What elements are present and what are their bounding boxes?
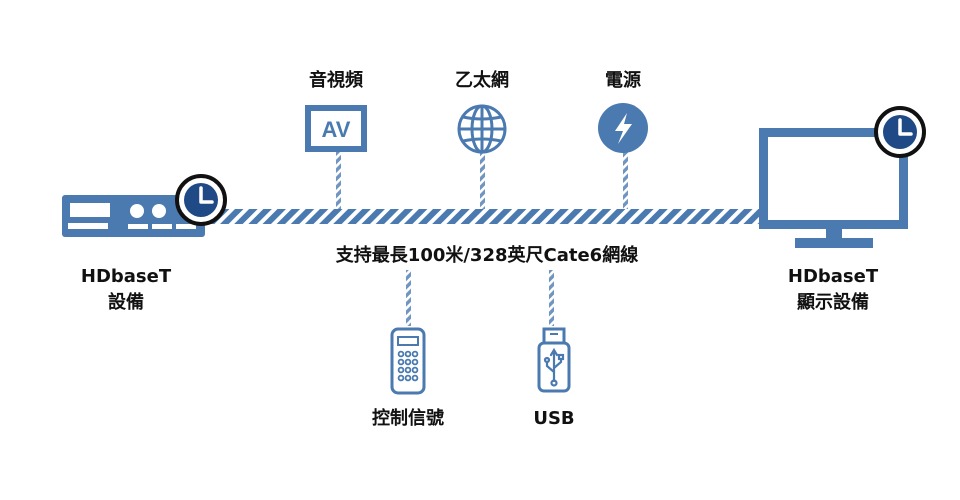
av-connector (336, 152, 341, 214)
globe-icon (457, 104, 507, 154)
display-device-label: HDbaseT 顯示設備 (788, 264, 878, 316)
control-label: 控制信號 (372, 408, 444, 429)
av-badge-text: AV (322, 117, 351, 142)
display-device-label-line1: HDbaseT (787, 266, 879, 287)
hdbaset-transmitter-icon (62, 195, 205, 237)
ethernet-label: 乙太網 (455, 70, 509, 91)
usb-label: USB (533, 408, 575, 429)
hdbaset-logo-icon (175, 174, 227, 226)
usb-connector (549, 270, 554, 326)
cable-label: 支持最長100米/328英尺Cate6網線 (335, 245, 639, 266)
monitor-icon (759, 128, 908, 248)
remote-control-icon (390, 327, 426, 395)
source-device-label: HDbaseT 設備 (81, 264, 171, 316)
source-device-label-line2: 設備 (108, 292, 144, 313)
source-device-label-line1: HDbaseT (80, 266, 172, 287)
av-badge-icon: AV (305, 105, 367, 152)
hdbaset-logo-icon (874, 106, 926, 158)
av-label: 音視頻 (309, 70, 363, 91)
usb-stick-icon (537, 327, 571, 393)
display-device-label-line2: 顯示設備 (797, 292, 869, 313)
power-connector (623, 152, 628, 214)
ethernet-connector (480, 152, 485, 214)
power-label: 電源 (605, 70, 641, 91)
main-cable (200, 209, 770, 224)
lightning-bolt-icon (598, 103, 648, 153)
control-connector (406, 270, 411, 326)
